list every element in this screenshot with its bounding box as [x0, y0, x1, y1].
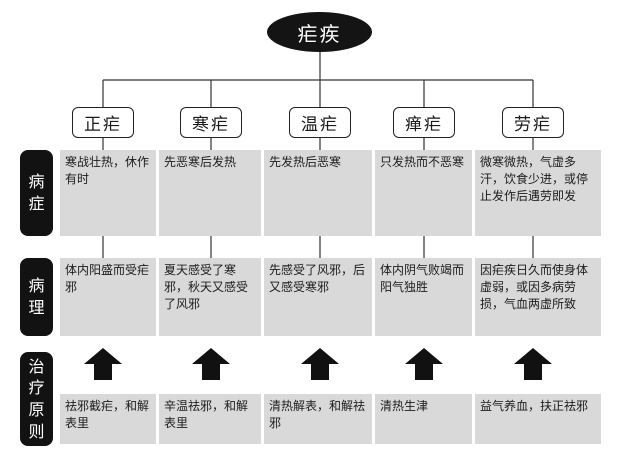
treatment-cell-hannue: 辛温祛邪，和解表里 [159, 394, 261, 444]
treatment-cell-zhengnue: 祛邪截疟，和解表里 [60, 394, 156, 444]
pathology-cell-zhengnue: 体内阳盛而受疟邪 [60, 258, 156, 336]
row-label-char: 治 [28, 356, 45, 376]
up-arrow-icon [514, 348, 552, 380]
row-label-char: 疗 [28, 378, 45, 398]
up-arrow-icon [84, 348, 122, 380]
symptom-cell-wennue: 先发热后恶寒 [264, 150, 372, 236]
type-label: 劳疟 [514, 115, 552, 135]
up-arrow-icon [405, 348, 443, 380]
pathology-cell-laonue: 因疟疾日久而使身体虚弱，或因多病劳损，气血两虚所致 [475, 258, 601, 336]
row-label-char: 病 [28, 276, 45, 296]
treatment-cell-wennue: 清热解表，和解祛邪 [264, 394, 372, 444]
type-label: 正疟 [84, 115, 122, 135]
row-label-char: 原 [28, 400, 45, 419]
type-node-dannue: 瘅疟 [393, 107, 455, 138]
root-node-malaria: 疟疾 [267, 12, 372, 52]
pathology-cell-hannue: 夏天感受了寒邪，秋天又感受了风邪 [159, 258, 261, 336]
symptom-cell-laonue: 微寒微热，气虚多汗，饮食少进，或停止发作后遇劳即发 [475, 150, 601, 236]
pathology-cell-dannue: 体内阴气败竭而阳气独胜 [375, 258, 472, 336]
row-label-char: 则 [28, 421, 45, 441]
row-label-char: 症 [28, 194, 45, 213]
up-arrow-icon [192, 348, 230, 380]
type-label: 温疟 [301, 115, 339, 135]
symptom-cell-hannue: 先恶寒后发热 [159, 150, 261, 236]
treatment-cell-laonue: 益气养血，扶正祛邪 [475, 394, 601, 444]
row-label-symptoms: 病 症 [20, 150, 53, 236]
root-title: 疟疾 [297, 21, 342, 46]
row-label-char: 病 [28, 172, 45, 192]
type-node-hannue: 寒疟 [180, 107, 242, 138]
pathology-cell-wennue: 先感受了风邪，后又感受寒邪 [264, 258, 372, 336]
type-node-laonue: 劳疟 [502, 107, 564, 138]
treatment-cell-dannue: 清热生津 [375, 394, 472, 444]
symptom-cell-zhengnue: 寒战壮热，休作有时 [60, 150, 156, 236]
type-label: 瘅疟 [405, 115, 443, 135]
type-node-zhengnue: 正疟 [72, 107, 134, 138]
row-label-treatment: 治 疗 原 则 [20, 352, 53, 446]
up-arrow-icon [301, 348, 339, 380]
type-label: 寒疟 [192, 115, 230, 135]
row-label-pathology: 病 理 [20, 258, 53, 336]
type-node-wennue: 温疟 [289, 107, 351, 138]
symptom-cell-dannue: 只发热而不恶寒 [375, 150, 472, 236]
row-label-char: 理 [28, 298, 45, 317]
